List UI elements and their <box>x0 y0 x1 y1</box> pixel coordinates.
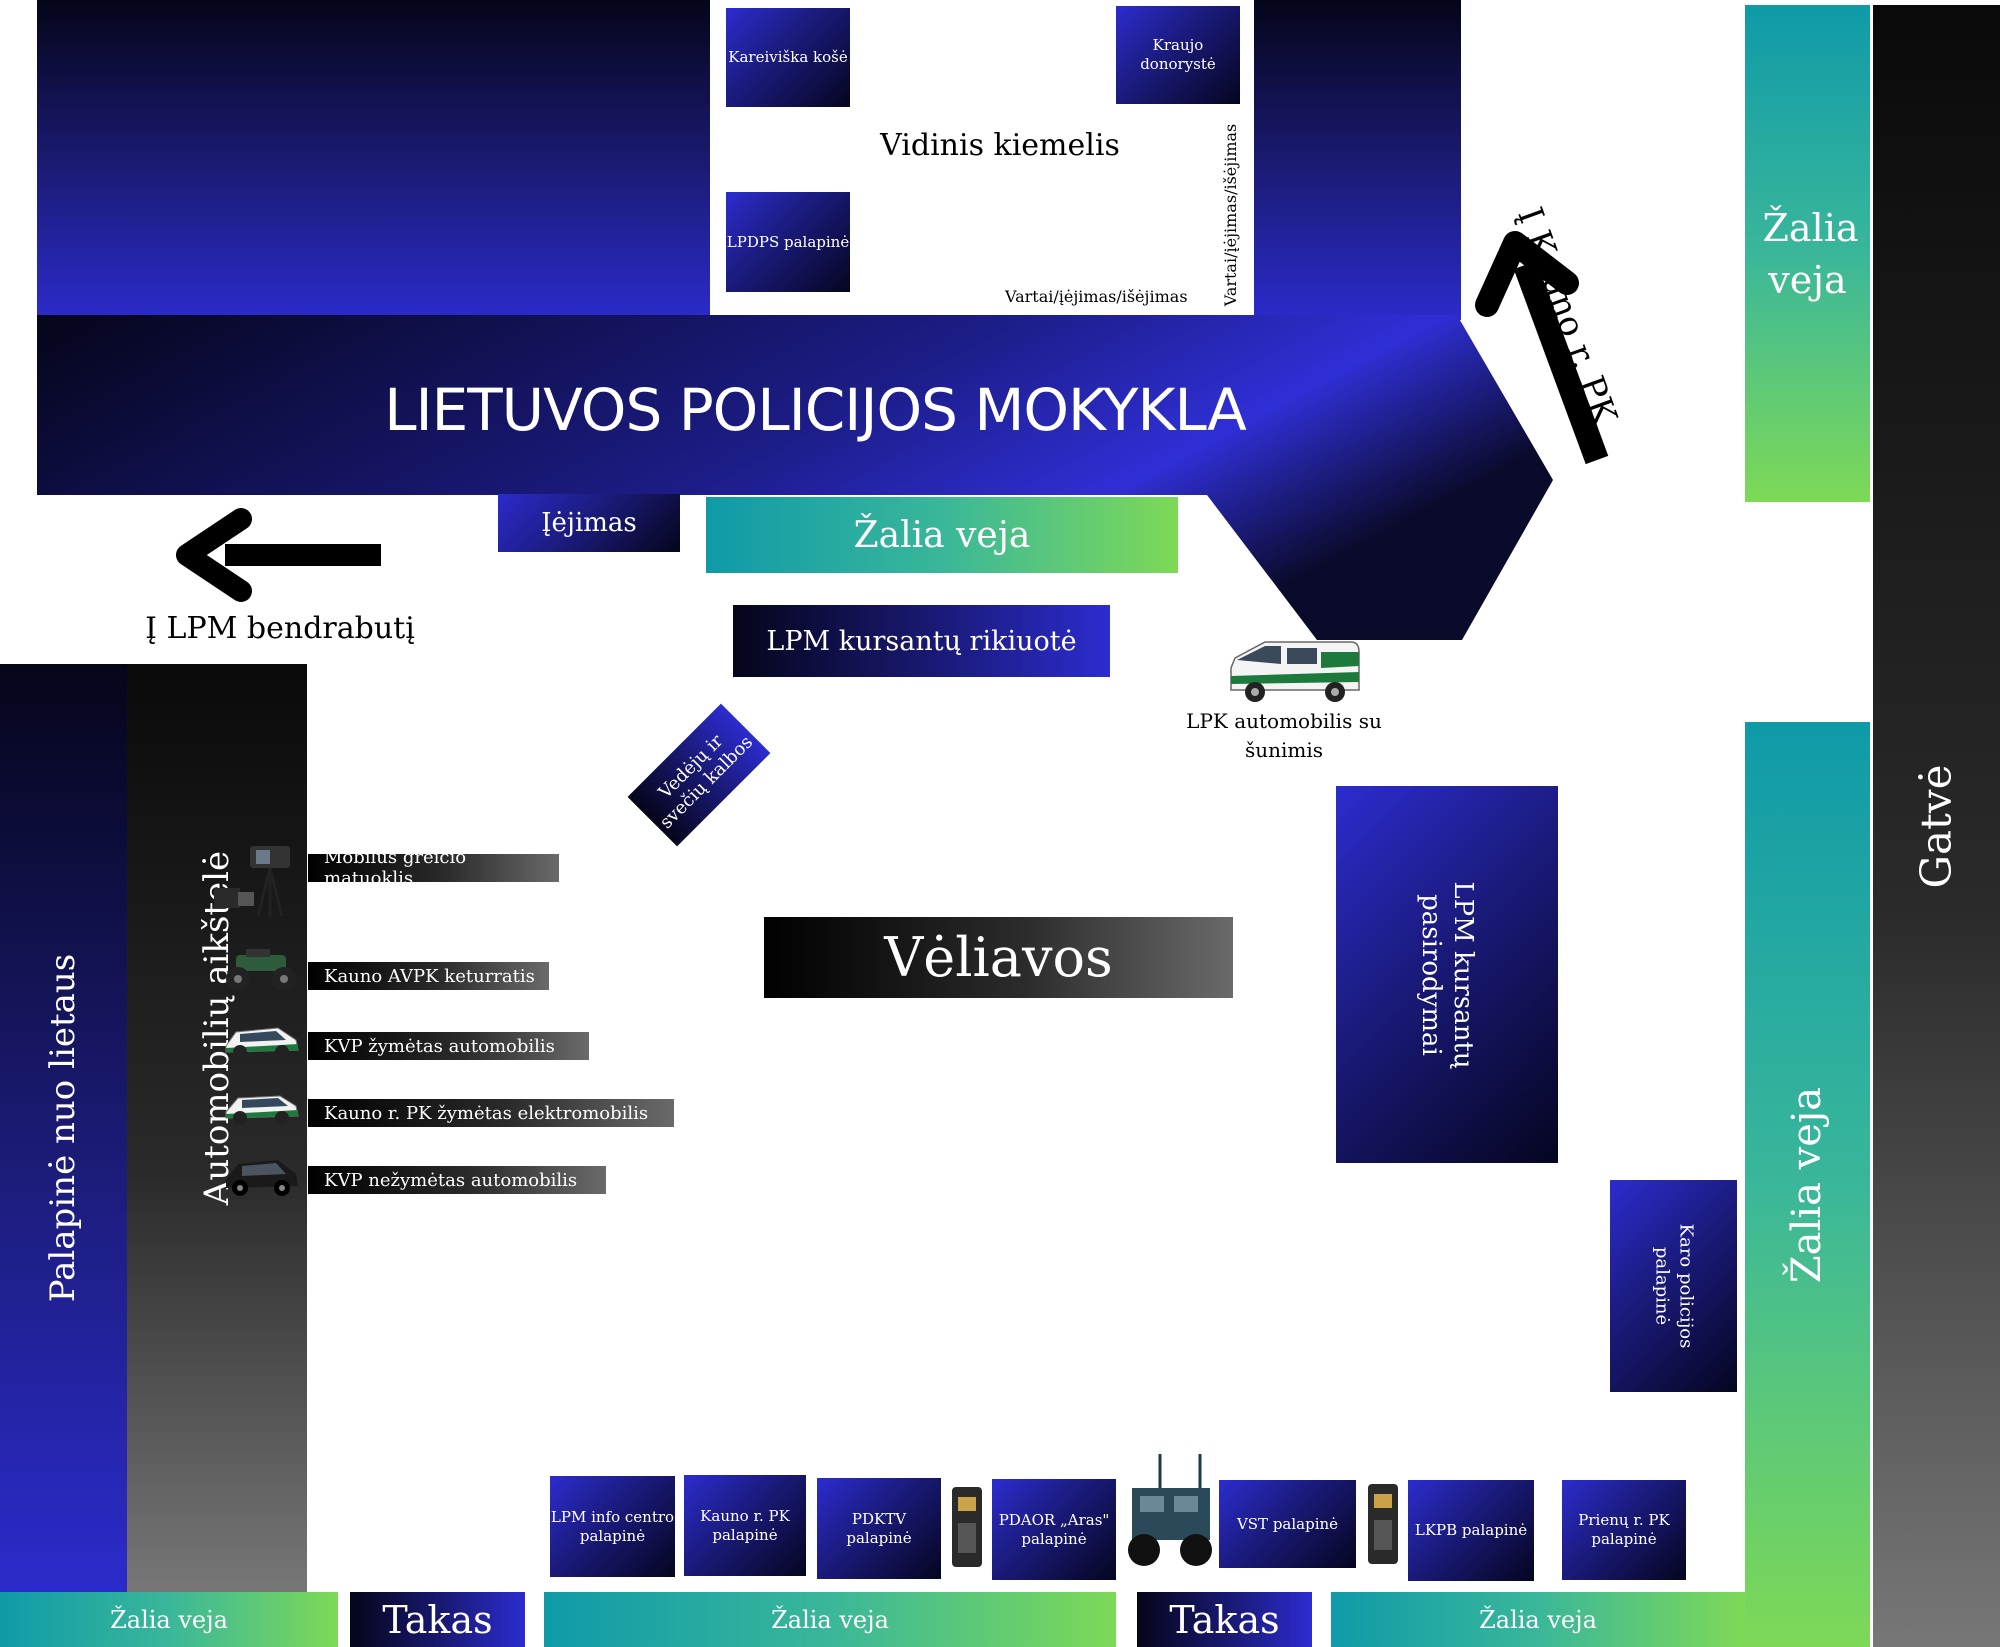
lawn-right-top: Žalia veja <box>1745 5 1870 502</box>
tent-1: Kauno r. PK palapinė <box>684 1475 806 1576</box>
tent-0: LPM info centro palapinė <box>550 1476 675 1577</box>
vehicle-label-2: KVP žymėtas automobilis <box>308 1032 589 1060</box>
karo-tent-box: Karo policijos palapinė <box>1610 1180 1737 1392</box>
lawn-bottom-mid: Žalia veja <box>544 1592 1116 1647</box>
lpk-van-icon <box>1230 641 1360 702</box>
gate-bottom-label: Vartai/įėjimas/išėjimas <box>1005 287 1188 306</box>
lpk-car-label: LPK automobilis su šunimis <box>1186 709 1382 762</box>
building-main <box>37 315 1553 640</box>
building-name: LIETUVOS POLICIJOS MOKYKLA <box>384 376 1247 444</box>
rain-tent: Palapinė nuo lietaus <box>0 664 127 1592</box>
police-car-icon <box>225 1027 299 1059</box>
courtyard-box-kraujo: Kraujo donorystė <box>1116 6 1240 104</box>
radio-device-icon <box>952 1487 982 1567</box>
courtyard-box-kareiviska: Kareiviška košė <box>726 8 850 107</box>
lawn-right-bottom-label: Žalia veja <box>1784 1086 1831 1283</box>
lawn-center: Žalia veja <box>706 497 1178 573</box>
formation-box: LPM kursantų rikiuotė <box>733 605 1110 677</box>
building-top-left <box>37 0 710 320</box>
cadet-show-label: LPM kursantų pasirodymai <box>1416 880 1478 1069</box>
arrow-left-icon <box>176 508 381 602</box>
radio-device-icon-2 <box>1368 1484 1398 1564</box>
arrow-left-label: Į LPM bendrabutį <box>145 610 415 646</box>
path-1: Takas <box>350 1592 525 1647</box>
lawn-bottom-right: Žalia veja <box>1331 1592 1745 1647</box>
tent-6: Prienų r. PK palapinė <box>1562 1480 1686 1580</box>
street: Gatvė <box>1873 5 2000 1647</box>
parking: Automobilių aikštelė <box>127 664 307 1592</box>
tent-3: PDAOR „Aras" palapinė <box>992 1479 1116 1580</box>
vehicle-label-0: Mobilus greičio matuoklis <box>308 847 559 889</box>
speeches-box: Vedėjų ir svečių kalbos <box>627 703 771 847</box>
unmarked-car-icon <box>226 1160 298 1196</box>
lawn-right-bottom: Žalia veja <box>1745 722 1870 1647</box>
vehicle-label-3: Kauno r. PK žymėtas elektromobilis <box>308 1099 674 1127</box>
rain-tent-label: Palapinė nuo lietaus <box>43 953 84 1303</box>
lawn-right-top-label: Žalia veja <box>1762 205 1859 302</box>
armored-vehicle-icon <box>1128 1454 1212 1566</box>
gate-side-label: Vartai/įėjimas/išėjimas <box>1220 123 1240 307</box>
police-ev-icon <box>225 1095 299 1125</box>
lawn-bottom-left: Žalia veja <box>0 1592 338 1647</box>
tent-5: LKPB palapinė <box>1408 1480 1534 1581</box>
vehicle-label-1: Kauno AVPK keturratis <box>308 962 549 990</box>
entrance-box: Įėjimas <box>498 494 680 552</box>
vehicle-label-4: KVP nežymėtas automobilis <box>308 1166 606 1194</box>
flags-box: Vėliavos <box>764 917 1233 998</box>
street-label: Gatvė <box>1912 763 1961 889</box>
courtyard-label: Vidinis kiemelis <box>880 127 1120 163</box>
path-2: Takas <box>1137 1592 1312 1647</box>
quad-bike-icon <box>226 949 296 991</box>
speed-camera-icon <box>214 846 290 917</box>
tent-2: PDKTV palapinė <box>817 1478 941 1579</box>
karo-tent-label: Karo policijos palapinė <box>1651 1223 1697 1349</box>
tent-4: VST palapinė <box>1219 1480 1356 1568</box>
cadet-show-box: LPM kursantų pasirodymai <box>1336 786 1558 1163</box>
building-top-right <box>1254 0 1461 320</box>
arrow-up-icon <box>1475 231 1609 465</box>
courtyard-box-lpdps: LPDPS palapinė <box>726 192 850 292</box>
